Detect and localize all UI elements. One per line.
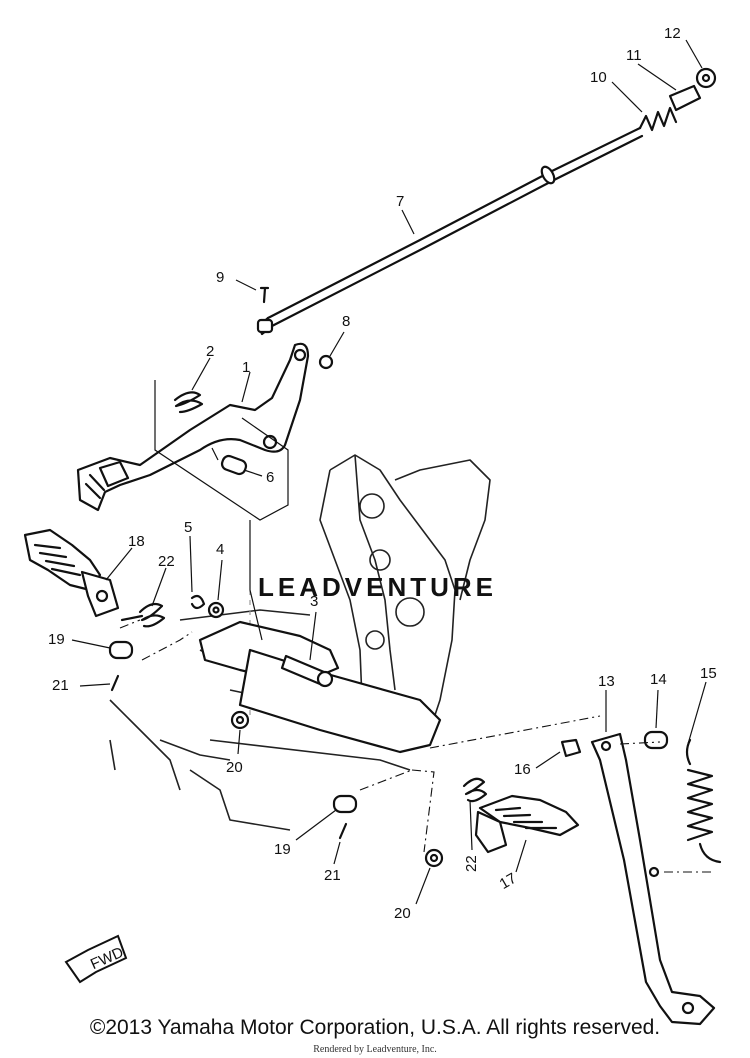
callout-3: 3 (310, 593, 318, 610)
callout-6: 6 (266, 469, 274, 486)
footrest-spring-22-left (120, 602, 166, 628)
cotter-pin-21-left (110, 674, 120, 692)
render-credit: Rendered by Leadventure, Inc. (313, 1044, 437, 1055)
callout-13: 13 (598, 673, 615, 690)
callout-14: 14 (650, 671, 667, 688)
fwd-arrow-icon: FWD (64, 934, 128, 984)
callout-19-left: 19 (48, 631, 65, 648)
callout-21-left: 21 (52, 677, 69, 694)
callout-22-right: 22 (463, 855, 480, 872)
callout-15: 15 (700, 665, 717, 682)
callout-1: 1 (242, 359, 250, 376)
footrest-right (474, 794, 580, 854)
callout-10: 10 (590, 69, 607, 86)
rod-joint-pin (256, 318, 274, 334)
callout-7: 7 (396, 193, 404, 210)
side-stand (590, 732, 716, 1026)
rod-spring (638, 106, 678, 132)
copyright-notice: ©2013 Yamaha Motor Corporation, U.S.A. A… (89, 1016, 661, 1039)
washer-20-left (230, 710, 250, 730)
pivot-bracket (198, 620, 442, 754)
watermark: LEADVENTURE (258, 572, 497, 602)
brake-rod (259, 126, 644, 336)
footrest-spring-22-right (462, 777, 488, 803)
bushing-6 (220, 454, 248, 476)
callout-11: 11 (626, 47, 642, 64)
cotter-pin-9 (259, 286, 270, 304)
cotter-pin-21-right (338, 822, 348, 840)
washer-8 (318, 354, 334, 370)
stand-bolt-14 (643, 730, 669, 750)
callout-4: 4 (216, 541, 224, 558)
callout-12: 12 (664, 25, 681, 42)
callout-20-right: 20 (394, 905, 411, 922)
callout-9: 9 (216, 269, 224, 286)
callout-17: 17 (497, 870, 520, 893)
callout-18: 18 (128, 533, 145, 550)
washer-4 (207, 601, 225, 619)
pedal-spring-2 (173, 391, 204, 414)
footrest-pin-19-right (332, 794, 358, 814)
callout-16: 16 (514, 761, 531, 778)
collar-5 (190, 594, 206, 610)
washer-20-right (424, 848, 444, 868)
callout-5: 5 (184, 519, 192, 536)
brake-pedal (76, 342, 310, 512)
footrest-left (23, 528, 120, 618)
callout-22-left: 22 (158, 553, 175, 570)
callout-leaders (71, 39, 707, 905)
callout-20-left: 20 (226, 759, 243, 776)
stand-spring-15 (685, 738, 722, 864)
callout-2: 2 (206, 343, 214, 360)
callout-19-right: 19 (274, 841, 291, 858)
footrest-pin-19-left (108, 640, 134, 660)
callout-8: 8 (342, 313, 350, 330)
pivot-bolt-3 (280, 654, 334, 688)
stand-nut-16 (560, 738, 582, 758)
callout-21-right: 21 (324, 867, 341, 884)
callout-labels: 1 2 3 4 5 6 7 8 9 10 11 12 13 14 15 16 1… (48, 25, 717, 922)
rod-adjuster-nut (668, 67, 717, 112)
